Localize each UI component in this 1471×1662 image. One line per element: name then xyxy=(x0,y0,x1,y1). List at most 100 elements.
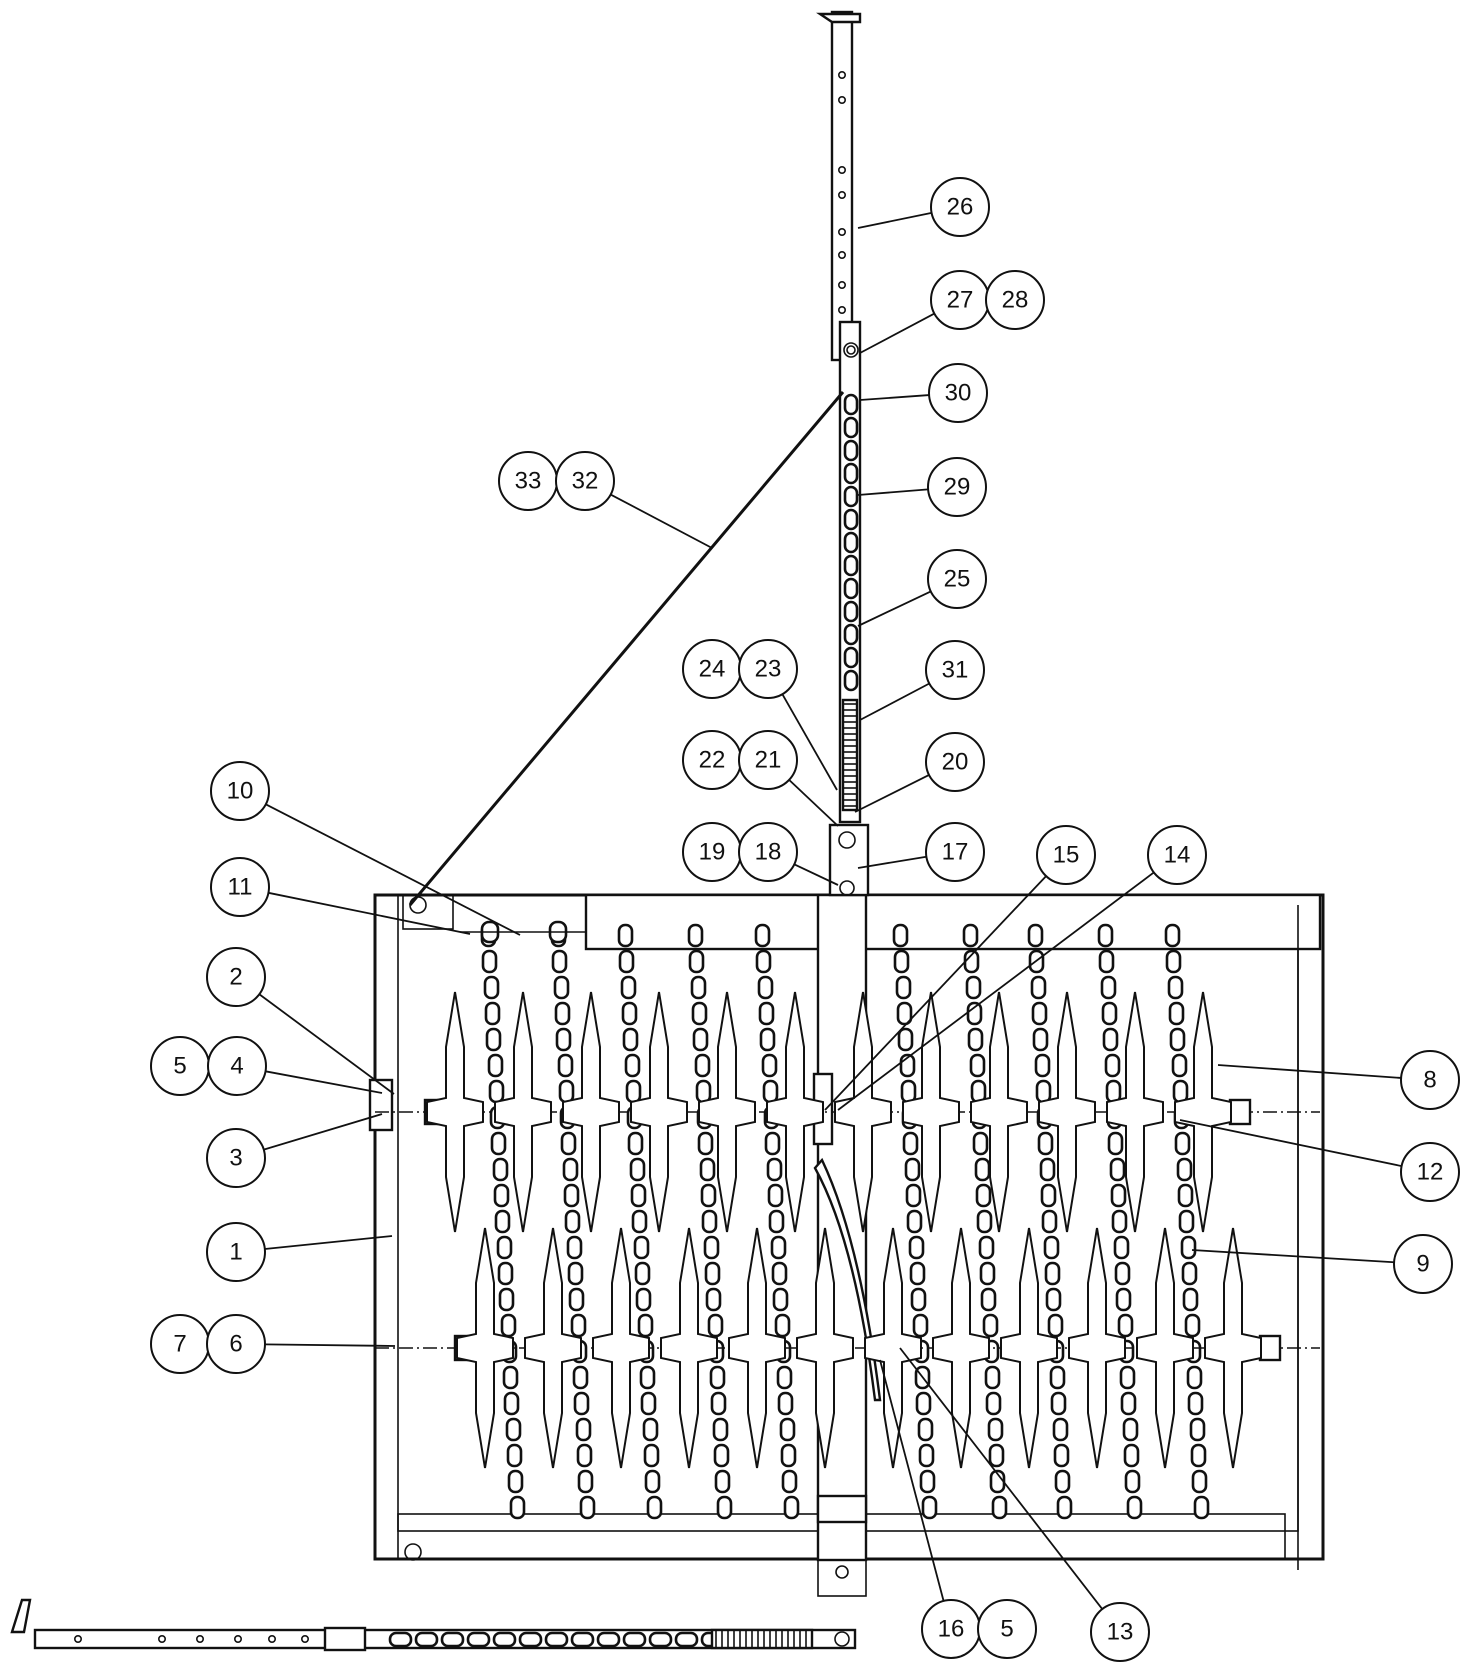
callout-leader xyxy=(854,774,930,813)
harrow-chain-link xyxy=(917,1417,934,1442)
harrow-chain-link xyxy=(714,1469,731,1494)
drawbar-hook xyxy=(10,1598,32,1634)
drawbar-chain-link xyxy=(648,1631,673,1648)
drawbar-chain-link xyxy=(622,1631,647,1648)
drawbar-hole xyxy=(267,1635,276,1644)
harrow-chain-link xyxy=(618,949,635,974)
harrow-chain-link xyxy=(1037,1131,1054,1156)
flexible-link-bar xyxy=(813,1157,882,1402)
callout-23: 4 xyxy=(207,1036,267,1096)
harrow-chain-link xyxy=(690,975,707,1000)
harrow-chain-link xyxy=(1186,1365,1203,1390)
harrow-chain-link xyxy=(895,975,912,1000)
lever-chain-link xyxy=(843,646,859,669)
callout-circle xyxy=(555,451,615,511)
lower-roller-tine xyxy=(932,1227,990,1469)
callout-14: 10 xyxy=(210,761,270,821)
callout-circle xyxy=(1393,1234,1453,1294)
harrow-chain-link xyxy=(1190,1443,1207,1468)
callout-leader xyxy=(899,1347,1103,1610)
drawbar-chain-link xyxy=(492,1631,517,1648)
harrow-chain-link xyxy=(566,1235,583,1260)
harrow-chain-link xyxy=(1122,1417,1139,1442)
callout-label: 31 xyxy=(942,657,969,684)
drawbar-hole xyxy=(158,1635,167,1644)
lever-adjust-hole xyxy=(837,71,846,80)
harrow-chain-link xyxy=(576,1443,593,1468)
harrow-chain-link xyxy=(1053,1443,1070,1468)
harrow-chain-link xyxy=(896,1001,913,1026)
callout-leader xyxy=(263,1113,383,1151)
harrow-chain-link xyxy=(492,1157,509,1182)
harrow-chain-link xyxy=(900,1079,917,1104)
callout-circle xyxy=(207,1036,267,1096)
center-tab xyxy=(817,1559,867,1597)
sleeve-pin-core xyxy=(846,345,856,355)
lever-chain-link xyxy=(843,393,859,416)
harrow-chain-link xyxy=(905,1183,922,1208)
callout-12: 21 xyxy=(738,730,798,790)
center-bolt xyxy=(835,1565,849,1579)
harrow-chain-link xyxy=(979,1261,996,1286)
harrow-chain-link xyxy=(481,949,498,974)
drawbar-chain-link xyxy=(518,1631,543,1648)
callout-label: 12 xyxy=(1417,1159,1444,1186)
harrow-chain-link xyxy=(622,1027,639,1052)
callout-label: 6 xyxy=(229,1331,242,1358)
callout-label: 20 xyxy=(942,749,969,776)
harrow-chain-link xyxy=(564,1209,581,1234)
callout-leader xyxy=(265,1070,383,1094)
harrow-chain-link xyxy=(716,1495,733,1520)
lower-roller-tine xyxy=(456,1227,514,1469)
harrow-chain-link xyxy=(1184,1313,1201,1338)
harrow-chain-link xyxy=(1027,923,1044,948)
callout-16: 18 xyxy=(738,822,798,882)
harrow-chain-link xyxy=(703,1235,720,1260)
harrow-chain-link xyxy=(985,1391,1002,1416)
callout-circle xyxy=(210,761,270,821)
harrow-chain-link xyxy=(1177,1183,1194,1208)
front-cross-bar xyxy=(584,893,1322,951)
harrow-chain-link xyxy=(624,1053,641,1078)
harrow-chain-link xyxy=(1031,1001,1048,1026)
lever-adjust-hole xyxy=(837,166,846,175)
harrow-chain-link xyxy=(506,1443,523,1468)
harrow-chain-link xyxy=(494,1209,511,1234)
harrow-chain-link xyxy=(772,1287,789,1312)
callout-leader xyxy=(837,871,1155,1111)
callout-label: 7 xyxy=(173,1331,186,1358)
callout-label: 32 xyxy=(572,468,599,495)
harrow-chain-link xyxy=(701,1209,718,1234)
harrow-chain-link xyxy=(692,1027,709,1052)
harrow-chain-link xyxy=(984,1365,1001,1390)
callout-0: 26 xyxy=(930,177,990,237)
drawbar-spring xyxy=(710,1628,814,1650)
lever-adjust-hole xyxy=(837,96,846,105)
harrow-chain-link xyxy=(709,1365,726,1390)
harrow-chain-link xyxy=(1041,1209,1058,1234)
upper-roller-tine xyxy=(902,991,960,1233)
harrow-chain-link xyxy=(1124,1469,1141,1494)
harrow-chain-link xyxy=(700,1183,717,1208)
harrow-chain-link xyxy=(757,975,774,1000)
lever-handle-tip xyxy=(816,12,862,24)
harrow-chain-link xyxy=(919,1469,936,1494)
lower-roller-tine xyxy=(1000,1227,1058,1469)
callout-11: 22 xyxy=(682,730,742,790)
harrow-chain-link xyxy=(1047,1313,1064,1338)
harrow-chain-link xyxy=(500,1313,517,1338)
harrow-chain-link xyxy=(781,1469,798,1494)
harrow-chain-link xyxy=(637,1313,654,1338)
lower-roller-tine xyxy=(1136,1227,1194,1469)
drawbar-chain-link xyxy=(544,1631,569,1648)
callout-leader xyxy=(859,394,930,401)
harrow-chain-link xyxy=(1113,1235,1130,1260)
sleeve-pin xyxy=(843,342,859,358)
harrow-chain-link xyxy=(762,1079,779,1104)
harrow-chain-link xyxy=(988,1443,1005,1468)
drawbar-chain-link xyxy=(674,1631,699,1648)
callout-7: 25 xyxy=(927,549,987,609)
lever-chain-link xyxy=(843,623,859,646)
harrow-chain-link xyxy=(1165,949,1182,974)
